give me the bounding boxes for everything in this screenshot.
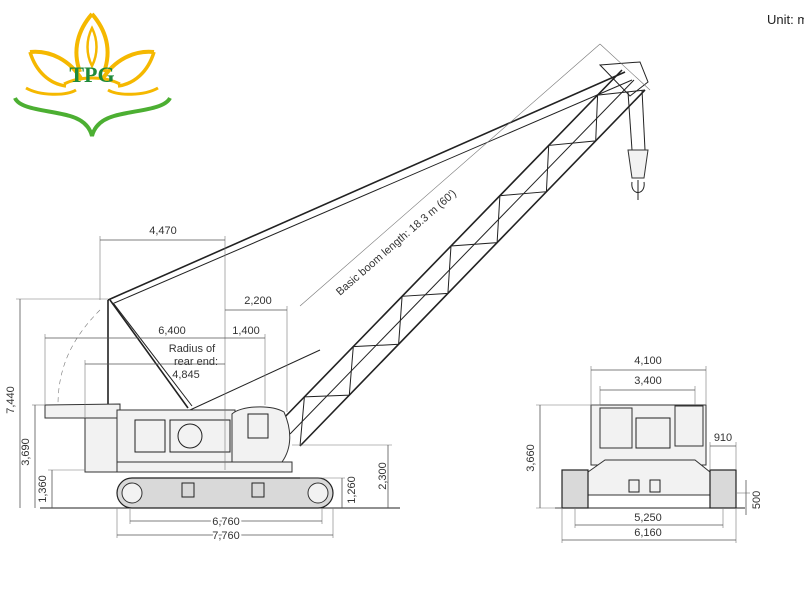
crawler-track [116, 477, 334, 509]
front-view: 4,100 3,400 3,660 910 500 5,250 6,160 [525, 355, 763, 543]
dim-2200: 2,200 [244, 295, 272, 307]
dim-7440: 7,440 [5, 386, 17, 414]
dim-5250: 5,250 [634, 512, 662, 524]
dim-3690: 3,690 [20, 438, 32, 466]
counterweight [84, 417, 118, 473]
rear-radius-label-2: rear end: [174, 356, 218, 368]
dim-4470: 4,470 [149, 225, 177, 237]
pendant-line [111, 79, 633, 305]
dim-6760: 6,760 [212, 516, 240, 528]
hook-block-icon [627, 89, 649, 200]
dim-3400: 3,400 [634, 375, 662, 387]
dim-2300: 2,300 [377, 462, 389, 490]
boom-length-dim [299, 43, 601, 307]
dim-6400: 6,400 [158, 325, 186, 337]
left-track [561, 469, 589, 509]
boom-length-label: Basic boom length: 18.3 m (60') [334, 188, 459, 299]
dim-3660: 3,660 [525, 444, 537, 472]
dim-500: 500 [751, 491, 763, 509]
side-view: Basic boom length: 18.3 m (60') [5, 43, 651, 544]
right-track [709, 469, 737, 509]
front-dimensions: 4,100 3,400 3,660 910 500 5,250 6,160 [525, 355, 763, 543]
side-dimensions: 4,470 2,200 6,400 1,400 Radius of rear e… [5, 225, 392, 544]
dim-6160: 6,160 [634, 527, 662, 539]
machinery-house [116, 409, 236, 463]
rear-radius-label-1: Radius of [169, 343, 216, 355]
lattice-boom [279, 61, 649, 447]
operator-cab [231, 406, 291, 463]
tpg-logo: TPG [13, 12, 172, 137]
dim-910: 910 [714, 432, 732, 444]
dim-1260: 1,260 [346, 476, 358, 504]
rear-radius-value: 4,845 [172, 369, 200, 381]
dim-7760: 7,760 [212, 530, 240, 542]
counterweight-arm [44, 403, 121, 419]
logo-text: TPG [69, 62, 114, 87]
dim-1400: 1,400 [232, 325, 260, 337]
unit-label: Unit: mm [767, 12, 804, 27]
dim-4100: 4,100 [634, 355, 662, 367]
dim-1360: 1,360 [37, 475, 49, 503]
pendant-line [107, 71, 626, 301]
